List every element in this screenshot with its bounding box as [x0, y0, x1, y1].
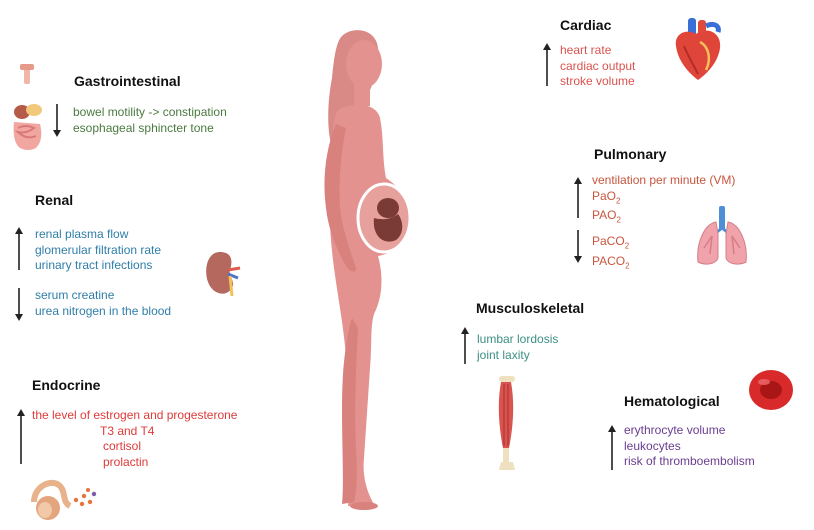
musculoskeletal-section: Musculoskeletal lumbar lordosis joint la…: [455, 290, 635, 480]
hematological-item: risk of thromboembolism: [624, 454, 755, 468]
musculoskeletal-item: joint laxity: [477, 347, 530, 362]
pulmonary-increase-list: ventilation per minute (VM) PaO2 PAO2: [592, 173, 735, 228]
renal-item: renal plasma flow: [35, 227, 129, 241]
pulmonary-item-base: PaCO: [592, 234, 625, 248]
pituitary-gland-icon: [30, 472, 102, 526]
hematological-increase-list: erythrocyte volume leukocytes risk of th…: [624, 423, 755, 470]
endocrine-item: T3 and T4: [100, 423, 155, 438]
up-arrow-icon: [14, 226, 24, 270]
up-arrow-icon: [573, 176, 583, 218]
up-arrow-icon: [542, 42, 552, 86]
lungs-icon: [694, 204, 750, 268]
gastrointestinal-item: esophageal sphincter tone: [73, 120, 214, 135]
pulmonary-title: Pulmonary: [594, 146, 667, 162]
gastrointestinal-title: Gastrointestinal: [74, 73, 181, 89]
cardiac-item: heart rate: [560, 43, 612, 57]
pulmonary-item: PaO2: [592, 189, 735, 209]
red-blood-cell-icon: [746, 366, 796, 414]
up-arrow-icon: [16, 408, 26, 464]
pulmonary-item-subscript: 2: [624, 241, 630, 251]
heart-icon: [670, 16, 726, 82]
renal-increase-list: renal plasma flow glomerular filtration …: [35, 227, 161, 274]
hematological-item: leukocytes: [624, 438, 681, 453]
musculoskeletal-title: Musculoskeletal: [476, 300, 585, 316]
musculoskeletal-item: lumbar lordosis: [477, 332, 559, 346]
hematological-section: Hematological erythrocyte volume leukocy…: [596, 360, 810, 490]
renal-decrease-list: serum creatine urea nitrogen in the bloo…: [35, 288, 171, 319]
endocrine-increase-list: the level of estrogen and progesterone T…: [32, 408, 272, 470]
hematological-item: erythrocyte volume: [624, 423, 726, 437]
down-arrow-icon: [14, 288, 24, 322]
gastrointestinal-section: Gastrointestinal bowel motility -> const…: [0, 0, 300, 170]
hematological-title: Hematological: [624, 393, 720, 409]
down-arrow-icon: [52, 104, 62, 138]
renal-title: Renal: [35, 192, 74, 208]
endocrine-section: Endocrine the level of estrogen and prog…: [0, 370, 300, 530]
pulmonary-item: PACO2: [592, 254, 630, 274]
digestive-tract-icon: [8, 62, 46, 154]
pulmonary-item-subscript: 2: [625, 261, 630, 271]
cardiac-title: Cardiac: [560, 17, 612, 33]
pulmonary-item-base: PaO: [592, 188, 617, 203]
gastrointestinal-item: bowel motility -> constipation: [73, 105, 227, 119]
pulmonary-item-subscript: 2: [616, 215, 621, 225]
leg-muscle-icon: [495, 374, 519, 474]
endocrine-title: Endocrine: [32, 377, 101, 393]
pulmonary-section: Pulmonary ventilation per minute (VM) Pa…: [560, 140, 810, 280]
renal-item: urinary tract infections: [35, 258, 153, 272]
kidney-icon: [202, 248, 246, 300]
endocrine-item: the level of estrogen and progesterone: [32, 408, 238, 422]
endocrine-item: prolactin: [103, 454, 149, 469]
renal-section: Renal renal plasma flow glomerular filtr…: [0, 180, 300, 330]
musculoskeletal-increase-list: lumbar lordosis joint laxity: [477, 332, 558, 363]
cardiac-increase-list: heart rate cardiac output stroke volume: [560, 43, 635, 90]
pulmonary-item-base: PACO: [592, 253, 626, 268]
up-arrow-icon: [460, 326, 470, 364]
pulmonary-item: PAO2: [592, 208, 735, 228]
renal-item: urea nitrogen in the blood: [35, 303, 172, 318]
pulmonary-item-subscript: 2: [616, 195, 621, 205]
pulmonary-item-base: PAO: [592, 208, 617, 223]
down-arrow-icon: [573, 230, 583, 264]
pulmonary-item: ventilation per minute (VM): [592, 173, 736, 187]
cardiac-section: Cardiac heart rate cardiac output stroke…: [530, 0, 780, 100]
renal-item: glomerular filtration rate: [35, 242, 162, 257]
pregnant-woman-silhouette-icon: [312, 28, 424, 514]
up-arrow-icon: [607, 424, 617, 470]
pulmonary-decrease-list: PaCO2 PACO2: [592, 234, 630, 274]
gastrointestinal-decrease-list: bowel motility -> constipation esophagea…: [73, 105, 227, 136]
pulmonary-item: PaCO2: [592, 234, 630, 254]
cardiac-item: stroke volume: [560, 74, 635, 88]
endocrine-item: cortisol: [103, 439, 142, 453]
renal-item: serum creatine: [35, 288, 115, 302]
cardiac-item: cardiac output: [560, 58, 636, 73]
